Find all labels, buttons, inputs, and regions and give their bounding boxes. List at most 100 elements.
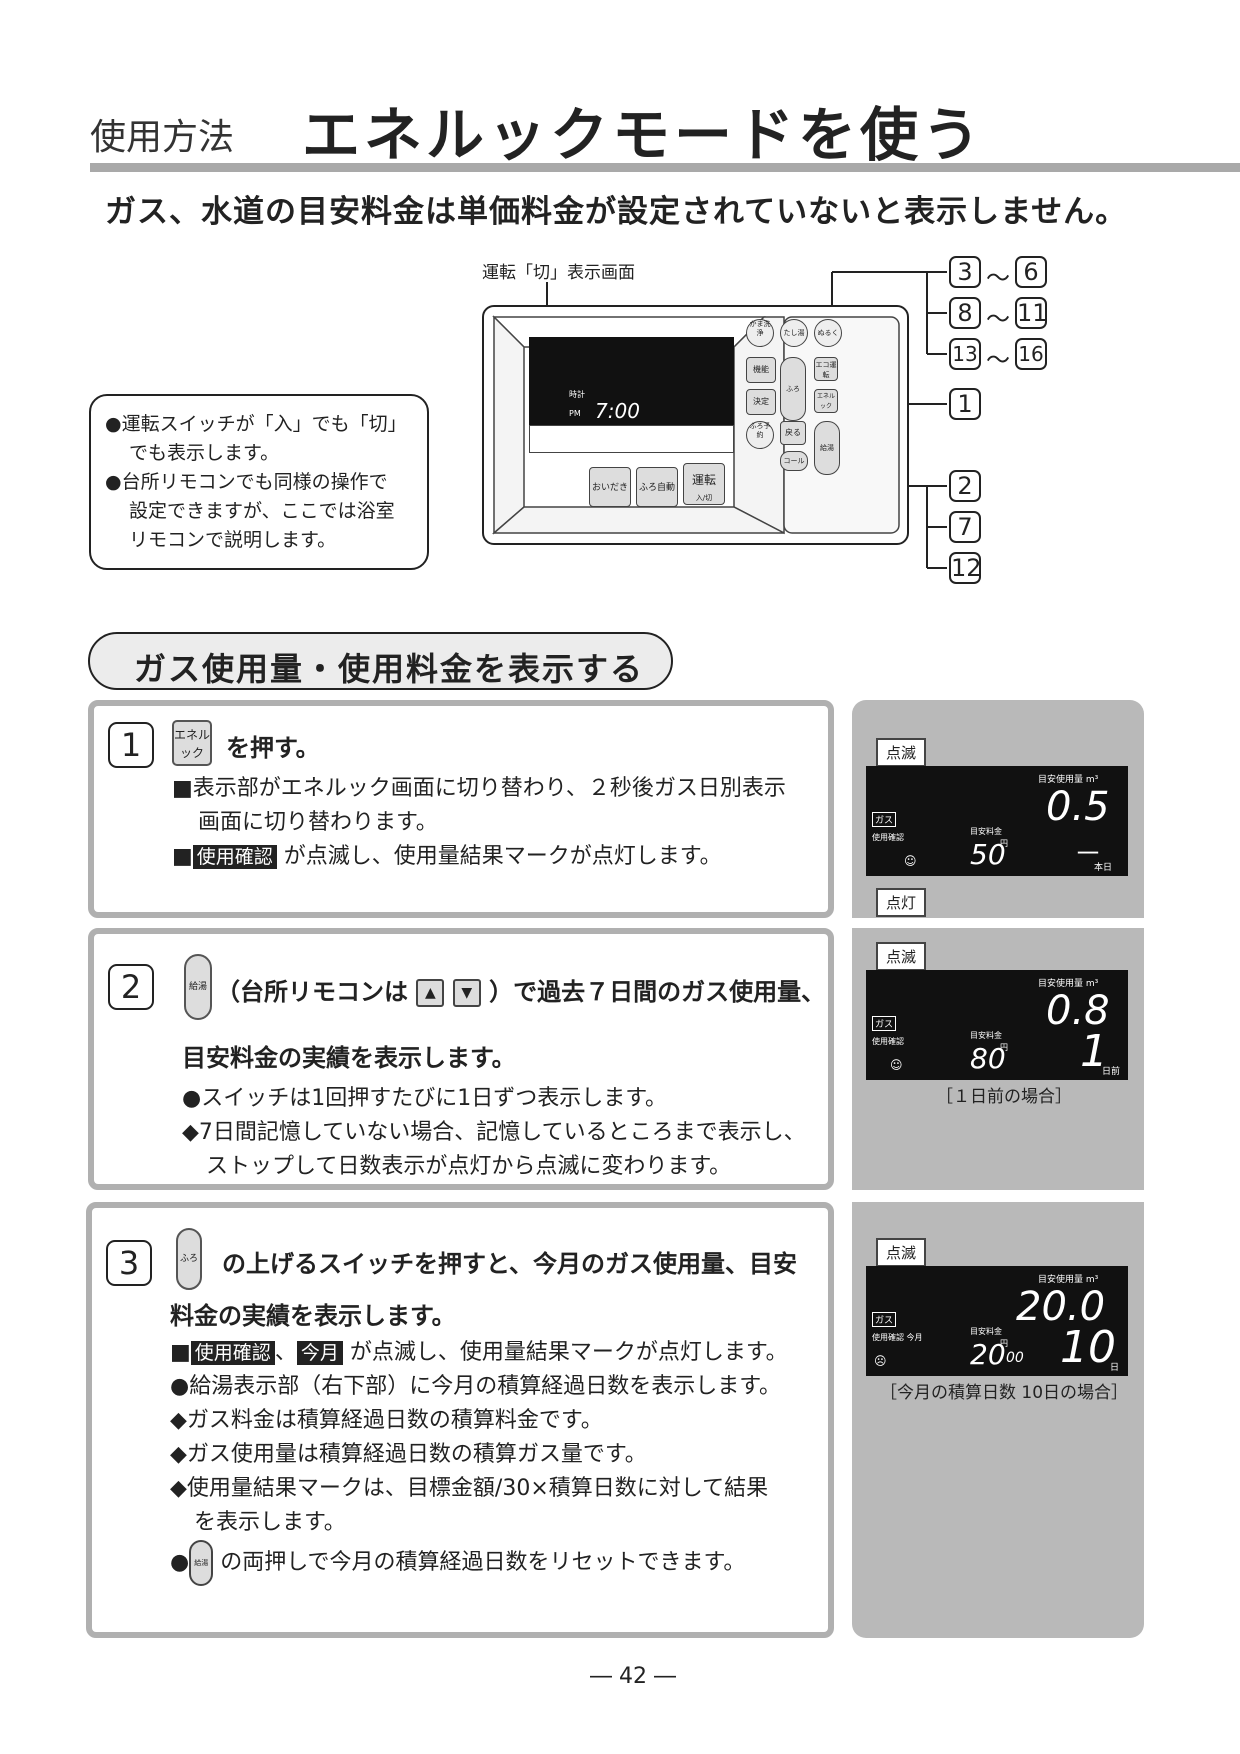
display-caption: ［今月の積算日数 10日の場合］ bbox=[880, 1383, 1129, 1403]
kyuto-updown-icon: 給湯 bbox=[184, 954, 212, 1020]
step-2-box: 2 給湯 （台所リモコンは ▲ ▼ ）で過去７日間のガス使用量、 目安料金の実績… bbox=[88, 928, 834, 1190]
step-text: ■使用確認、今月 が点滅し、使用量結果マークが点灯します。 bbox=[170, 1336, 788, 1370]
kama-button[interactable]: かま洗浄 bbox=[746, 319, 774, 347]
eneruck-key-icon: エネルック bbox=[172, 720, 212, 766]
usage-label: 目安使用量 m³ bbox=[1038, 1275, 1099, 1285]
callout-num-2: 2 bbox=[949, 470, 981, 502]
section-title: ガス使用量・使用料金を表示する bbox=[134, 650, 645, 688]
unten-button[interactable]: 運転入/切 bbox=[683, 463, 725, 505]
furo-auto-button[interactable]: ふろ自動 bbox=[636, 467, 678, 507]
step-heading: （台所リモコンは ▲ ▼ ）で過去７日間のガス使用量、 bbox=[216, 972, 825, 1007]
step-text: ■表示部がエネルック画面に切り替わり、２秒後ガス日別表示 bbox=[172, 776, 786, 801]
unten-sub-label: 入/切 bbox=[695, 494, 713, 502]
fee-value-small: 00 bbox=[1006, 1350, 1024, 1366]
kino-button[interactable]: 機能 bbox=[746, 357, 776, 383]
kama-label: かま洗浄 bbox=[749, 320, 771, 337]
callout-num-13: 13 bbox=[949, 338, 981, 370]
day-value: 10 bbox=[1060, 1322, 1116, 1373]
kyuto-updown-button[interactable]: 給湯 bbox=[814, 421, 840, 475]
furo-updown-button[interactable]: ふろ bbox=[780, 357, 806, 421]
oidaki-button[interactable]: おいだき bbox=[589, 467, 631, 507]
call-label: コール bbox=[783, 457, 805, 465]
callout-num-1: 1 bbox=[949, 388, 981, 420]
furo-updown-icon: ふろ bbox=[176, 1228, 202, 1290]
step-text: ストップして日数表示が点灯から点滅に変わります。 bbox=[206, 1154, 732, 1179]
tilde: ～ bbox=[986, 305, 1010, 333]
step-text: を表示します。 bbox=[194, 1510, 346, 1535]
callout-num-11: 11 bbox=[1015, 297, 1048, 329]
modoru-button[interactable]: 戻る bbox=[780, 421, 806, 445]
fee-label: 目安料金 bbox=[970, 827, 1002, 836]
notice-text: ガス、水道の目安料金は単価料金が設定されていないと表示しません。 bbox=[105, 194, 1128, 230]
note-line: 設定できますが、ここでは浴室 bbox=[129, 500, 395, 522]
furo-icon-label: ふろ bbox=[179, 1254, 198, 1264]
note-line: ●運転スイッチが「入」でも「切」 bbox=[105, 413, 407, 435]
remote-control: 時計 PM 7:00 おいだき ふろ自動 運転入/切 かま洗浄 たし湯 ぬるく … bbox=[482, 305, 909, 545]
note-line: ●台所リモコンでも同様の操作で bbox=[105, 471, 388, 493]
day-unit: 日 bbox=[1110, 1363, 1120, 1373]
confirm-chip: 使用確認 bbox=[190, 1341, 275, 1365]
step-text: ■使用確認 が点滅し、使用量結果マークが点灯します。 bbox=[172, 840, 722, 874]
screen-sub-panel bbox=[529, 425, 734, 453]
eco-button[interactable]: エコ運転 bbox=[814, 357, 838, 381]
furo-yoyaku-label: ふろ予約 bbox=[749, 422, 771, 439]
note-line: でも表示します。 bbox=[129, 442, 280, 464]
callout-num-7: 7 bbox=[949, 511, 981, 543]
eneruck-label: エネルック bbox=[816, 393, 835, 410]
page-number: ― 42 ― bbox=[590, 1664, 676, 1689]
callout-num-12: 12 bbox=[949, 552, 982, 584]
step-3-box: 3 ふろ の上げるスイッチを押すと、今月のガス使用量、目安 料金の実績を表示しま… bbox=[86, 1202, 834, 1638]
note-line: リモコンで説明します。 bbox=[129, 529, 337, 551]
usage-value: 20.0 bbox=[1016, 1284, 1106, 1330]
lit-tag: 点灯 bbox=[876, 888, 927, 917]
step-text: ◆7日間記憶していない場合、記憶しているところまで表示し、 bbox=[182, 1120, 806, 1145]
confirm-label: 使用確認 bbox=[872, 833, 904, 842]
step-heading-b: ）で過去７日間のガス使用量、 bbox=[489, 978, 826, 1006]
step-text: ◆使用量結果マークは、目標金額/30×積算日数に対して結果 bbox=[170, 1476, 769, 1501]
confirm-label: 使用確認 bbox=[872, 1037, 904, 1046]
screen-pm-label: PM bbox=[569, 409, 581, 418]
section-title-pill: ガス使用量・使用料金を表示する bbox=[88, 632, 673, 690]
step-number: 1 bbox=[108, 722, 154, 768]
page-category: 使用方法 bbox=[90, 117, 235, 158]
call-button[interactable]: コール bbox=[780, 451, 808, 471]
display-3-lcd: 目安使用量 m³ 20.0 ガス 使用確認 今月 目安料金 20 00 円 10… bbox=[866, 1266, 1128, 1376]
furo-yoyaku-button[interactable]: ふろ予約 bbox=[746, 421, 774, 449]
screen-clock-label: 時計 bbox=[569, 390, 585, 399]
modoru-label: 戻る bbox=[785, 428, 801, 437]
kettei-label: 決定 bbox=[753, 397, 769, 406]
bullet: ● bbox=[170, 1550, 190, 1575]
kyuto-icon-label: 給湯 bbox=[188, 982, 207, 992]
separator: 、 bbox=[274, 1340, 297, 1365]
page-title: エネルックモードを使う bbox=[302, 101, 985, 169]
blink-tag: 点滅 bbox=[876, 738, 927, 767]
gas-label: ガス bbox=[872, 1016, 897, 1031]
callout-num-6: 6 bbox=[1015, 256, 1047, 288]
nuruku-button[interactable]: ぬるく bbox=[814, 319, 842, 347]
eneruck-button[interactable]: エネルック bbox=[814, 389, 838, 413]
step-1-box: 1 エネルック を押す。 ■表示部がエネルック画面に切り替わり、２秒後ガス日別表… bbox=[88, 700, 834, 918]
eco-label: エコ運転 bbox=[815, 361, 837, 379]
tashi-button[interactable]: たし湯 bbox=[780, 319, 808, 347]
kino-label: 機能 bbox=[753, 365, 769, 374]
callout-num-16: 16 bbox=[1015, 338, 1047, 370]
step-text: ◆ガス使用量は積算経過日数の積算ガス量です。 bbox=[170, 1442, 647, 1467]
down-arrow-icon: ▼ bbox=[452, 979, 481, 1007]
confirm-label: 使用確認 今月 bbox=[872, 1333, 923, 1342]
callout-num-3: 3 bbox=[949, 256, 981, 288]
yen-unit: 円 bbox=[1000, 1339, 1008, 1348]
furo-label: ふろ bbox=[786, 385, 800, 393]
blink-tag: 点滅 bbox=[876, 942, 927, 971]
usage-label: 目安使用量 m³ bbox=[1038, 775, 1099, 785]
smile-icon: ☺ bbox=[890, 1058, 903, 1072]
step-text: 画面に切り替わります。 bbox=[198, 810, 438, 835]
yen-unit: 円 bbox=[1000, 1043, 1008, 1052]
gas-label: ガス bbox=[872, 812, 897, 827]
nuruku-label: ぬるく bbox=[817, 329, 839, 337]
kyuto-icon-label: 給湯 bbox=[194, 1559, 209, 1567]
usage-value: 0.8 bbox=[1046, 988, 1110, 1034]
step-text: ◆ガス料金は積算経過日数の積算料金です。 bbox=[170, 1408, 603, 1433]
blink-tag: 点滅 bbox=[876, 1238, 927, 1267]
confirm-chip: 使用確認 bbox=[192, 845, 277, 869]
kettei-button[interactable]: 決定 bbox=[746, 389, 776, 415]
